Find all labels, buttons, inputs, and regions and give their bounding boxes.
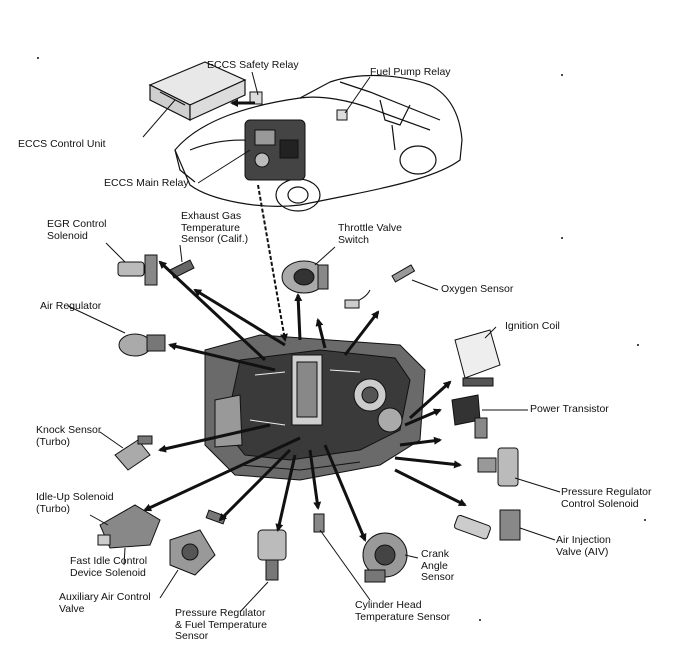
label-crank-angle-sensor: Crank Angle Sensor: [421, 548, 455, 583]
label-egr-control-solenoid: EGR Control Solenoid: [47, 218, 107, 242]
label-idle-up-solenoid: Idle-Up Solenoid (Turbo): [36, 491, 114, 515]
arrows: [143, 99, 467, 542]
label-oxygen-sensor: Oxygen Sensor: [441, 283, 514, 295]
ecu-box: [148, 61, 247, 121]
label-knock-sensor: Knock Sensor (Turbo): [36, 424, 102, 448]
label-auxiliary-air-control-valve: Auxiliary Air Control Valve: [59, 591, 151, 615]
car-illustration: [174, 74, 463, 212]
relay-parts: [249, 91, 348, 121]
dots: [37, 57, 646, 621]
label-eccs-safety-relay: ECCS Safety Relay: [207, 59, 299, 71]
label-ignition-coil: Ignition Coil: [505, 320, 560, 332]
label-cylinder-head-temp-sensor: Cylinder Head Temperature Sensor: [355, 599, 451, 623]
leader-lines: [67, 71, 561, 613]
engine-in-car: [244, 119, 306, 181]
label-air-regulator: Air Regulator: [40, 300, 102, 312]
label-air-injection-valve: Air Injection Valve (AIV): [556, 534, 611, 558]
label-fast-idle-control-solenoid: Fast Idle Control Device Solenoid: [70, 555, 148, 579]
label-eccs-main-relay: ECCS Main Relay: [104, 177, 189, 189]
component-parts: [97, 254, 521, 583]
label-exhaust-gas-temp-sensor: Exhaust Gas Temperature Sensor (Calif.): [181, 210, 249, 245]
label-power-transistor: Power Transistor: [530, 403, 609, 415]
label-pressure-regulator-control-solenoid: Pressure Regulator Control Solenoid: [561, 486, 652, 510]
label-throttle-valve-switch: Throttle Valve Switch: [338, 222, 402, 246]
label-fuel-pump-relay: Fuel Pump Relay: [370, 66, 451, 78]
label-eccs-control-unit: ECCS Control Unit: [18, 138, 106, 150]
label-pressure-regulator-fuel-temp-sensor: Pressure Regulator & Fuel Temperature Se…: [175, 607, 268, 642]
engine-block: [204, 334, 426, 481]
